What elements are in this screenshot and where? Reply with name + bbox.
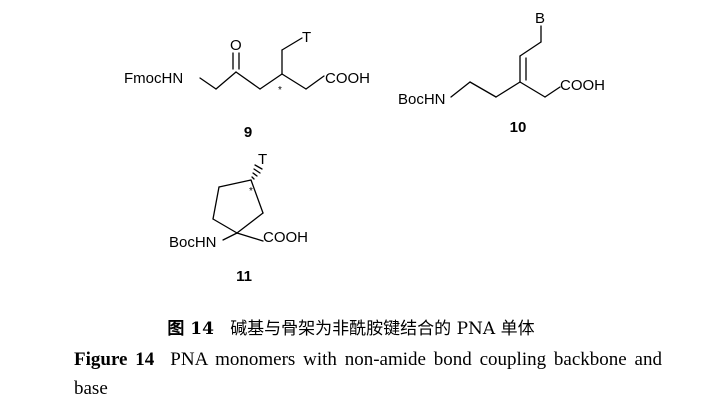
compound-9-bond (281, 73, 307, 90)
compound-11-ring-bond (212, 218, 238, 234)
compound-10-base-label: B (535, 10, 545, 27)
compound-10-bond (519, 81, 546, 98)
compound-9-cooh-label: COOH (325, 70, 370, 87)
compound-9-bond (305, 75, 325, 90)
compound-9-bond (235, 71, 261, 90)
compound-9-carbonyl-oxygen: O (230, 37, 242, 54)
compound-9-thymine-label: T (302, 29, 311, 46)
caption-chinese: 图 14 碱基与骨架为非酰胺键结合的 PNA 单体 (0, 314, 702, 339)
compound-11-number: 11 (236, 268, 252, 285)
compound-11-structure: BocHN COOH * T 11 (169, 151, 308, 285)
compound-11-ring-bond (218, 179, 252, 188)
compound-9-bond (281, 37, 303, 51)
compound-11-thymine-label: T (258, 151, 267, 168)
compound-9-bond (259, 73, 283, 90)
compound-9-bond (215, 71, 237, 90)
caption-chinese-text: 碱基与骨架为非酰胺键结合的 PNA 单体 (230, 319, 535, 339)
compound-11-stereocenter-star: * (249, 186, 253, 197)
compound-11-hashed-wedge (251, 164, 263, 180)
compound-9-bond (199, 77, 217, 90)
compound-10-bochn-label: BocHN (398, 91, 446, 108)
compound-11-ring-bond (236, 212, 264, 234)
compound-11-cooh-label: COOH (263, 229, 308, 246)
compound-9-structure: FmocHN O * T COOH 9 (124, 29, 370, 141)
compound-9-stereocenter-star: * (278, 85, 282, 96)
compound-10-structure: BocHN B COOH 10 (398, 10, 605, 136)
compound-10-bond (519, 41, 542, 57)
compound-10-cooh-label: COOH (560, 77, 605, 94)
compound-11-bochn-label: BocHN (169, 234, 217, 251)
compound-10-bond (450, 81, 471, 98)
compound-10-bond (544, 86, 561, 98)
caption-chinese-label: 图 14 (167, 319, 214, 339)
caption-english-text: PNA monomers with non-amide bond couplin… (74, 349, 662, 399)
compound-9-number: 9 (244, 124, 252, 141)
compound-11-bond (236, 232, 264, 242)
compound-10-bond (495, 81, 521, 98)
compound-11-ring-bond (212, 186, 220, 220)
compound-11-bond (222, 232, 238, 241)
compound-9-fmochn-label: FmocHN (124, 70, 183, 87)
compound-10-bond (469, 81, 497, 98)
compound-10-number: 10 (510, 119, 527, 136)
caption-english-label: Figure 14 (74, 349, 155, 370)
compound-11-ring-bond (250, 179, 264, 214)
